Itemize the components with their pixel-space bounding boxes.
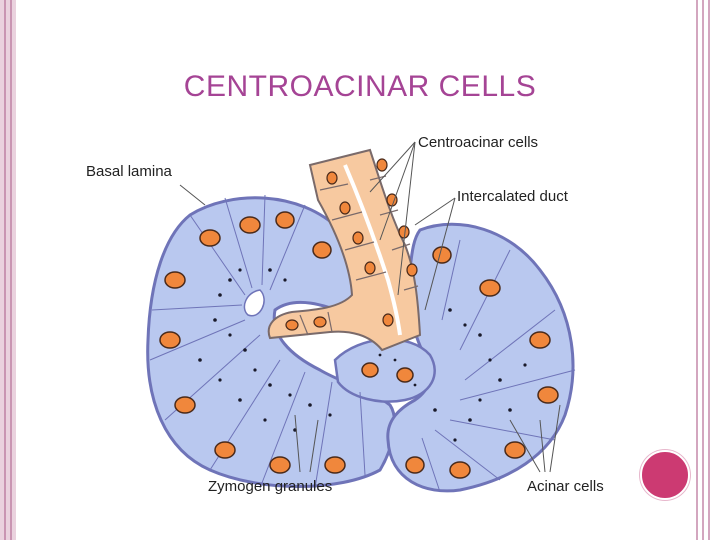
nucleus: [199, 229, 221, 247]
nucleus: [396, 367, 414, 383]
acinus-diagram: [146, 141, 576, 493]
nucleus: [269, 456, 291, 474]
nucleus: [529, 331, 551, 349]
duct-nucleus: [313, 316, 327, 328]
slide-title: CENTROACINAR CELLS: [183, 70, 537, 103]
nucleus: [479, 279, 501, 297]
nucleus: [361, 362, 379, 378]
duct-nucleus: [339, 201, 351, 215]
left-frame-border: [0, 0, 16, 540]
label-acinar-cells: Acinar cells: [527, 478, 604, 495]
label-basal-lamina: Basal lamina: [86, 163, 172, 180]
left-lumen: [243, 289, 265, 317]
duct-nucleus: [382, 313, 394, 327]
nucleus: [275, 211, 295, 229]
right-frame-line: [708, 0, 710, 540]
nucleus: [239, 216, 261, 234]
intercalated-duct: [267, 148, 422, 352]
label-intercalated-duct: Intercalated duct: [457, 188, 568, 205]
nucleus: [449, 461, 471, 479]
duct-nucleus: [376, 158, 388, 172]
nucleus: [537, 386, 559, 404]
duct-nucleus: [398, 225, 410, 239]
nucleus: [214, 441, 236, 459]
nucleus: [174, 396, 196, 414]
duct-lumen: [343, 164, 402, 336]
duct-nucleus: [285, 319, 299, 331]
duct-nucleus: [406, 263, 418, 277]
duct-nucleus: [364, 261, 376, 275]
label-zymogen-granules: Zymogen granules: [208, 478, 333, 495]
duct-cell-borders: [299, 175, 419, 336]
leader-lines: [179, 141, 561, 473]
duct-nucleus: [326, 171, 338, 185]
right-frame-line: [696, 0, 698, 540]
decorative-accent-dot: [640, 450, 690, 500]
right-frame-border: [680, 0, 720, 540]
nuclei: [159, 211, 559, 479]
nucleus: [324, 456, 346, 474]
nucleus: [159, 331, 181, 349]
right-frame-line: [702, 0, 704, 540]
nucleus: [312, 241, 332, 259]
label-centroacinar-cells: Centroacinar cells: [418, 134, 539, 151]
nucleus: [405, 456, 425, 474]
nucleus: [504, 441, 526, 459]
duct-nucleus: [352, 231, 364, 245]
nucleus: [164, 271, 186, 289]
left-frame-line: [10, 0, 12, 540]
left-frame-line: [4, 0, 6, 540]
nucleus: [432, 246, 452, 264]
